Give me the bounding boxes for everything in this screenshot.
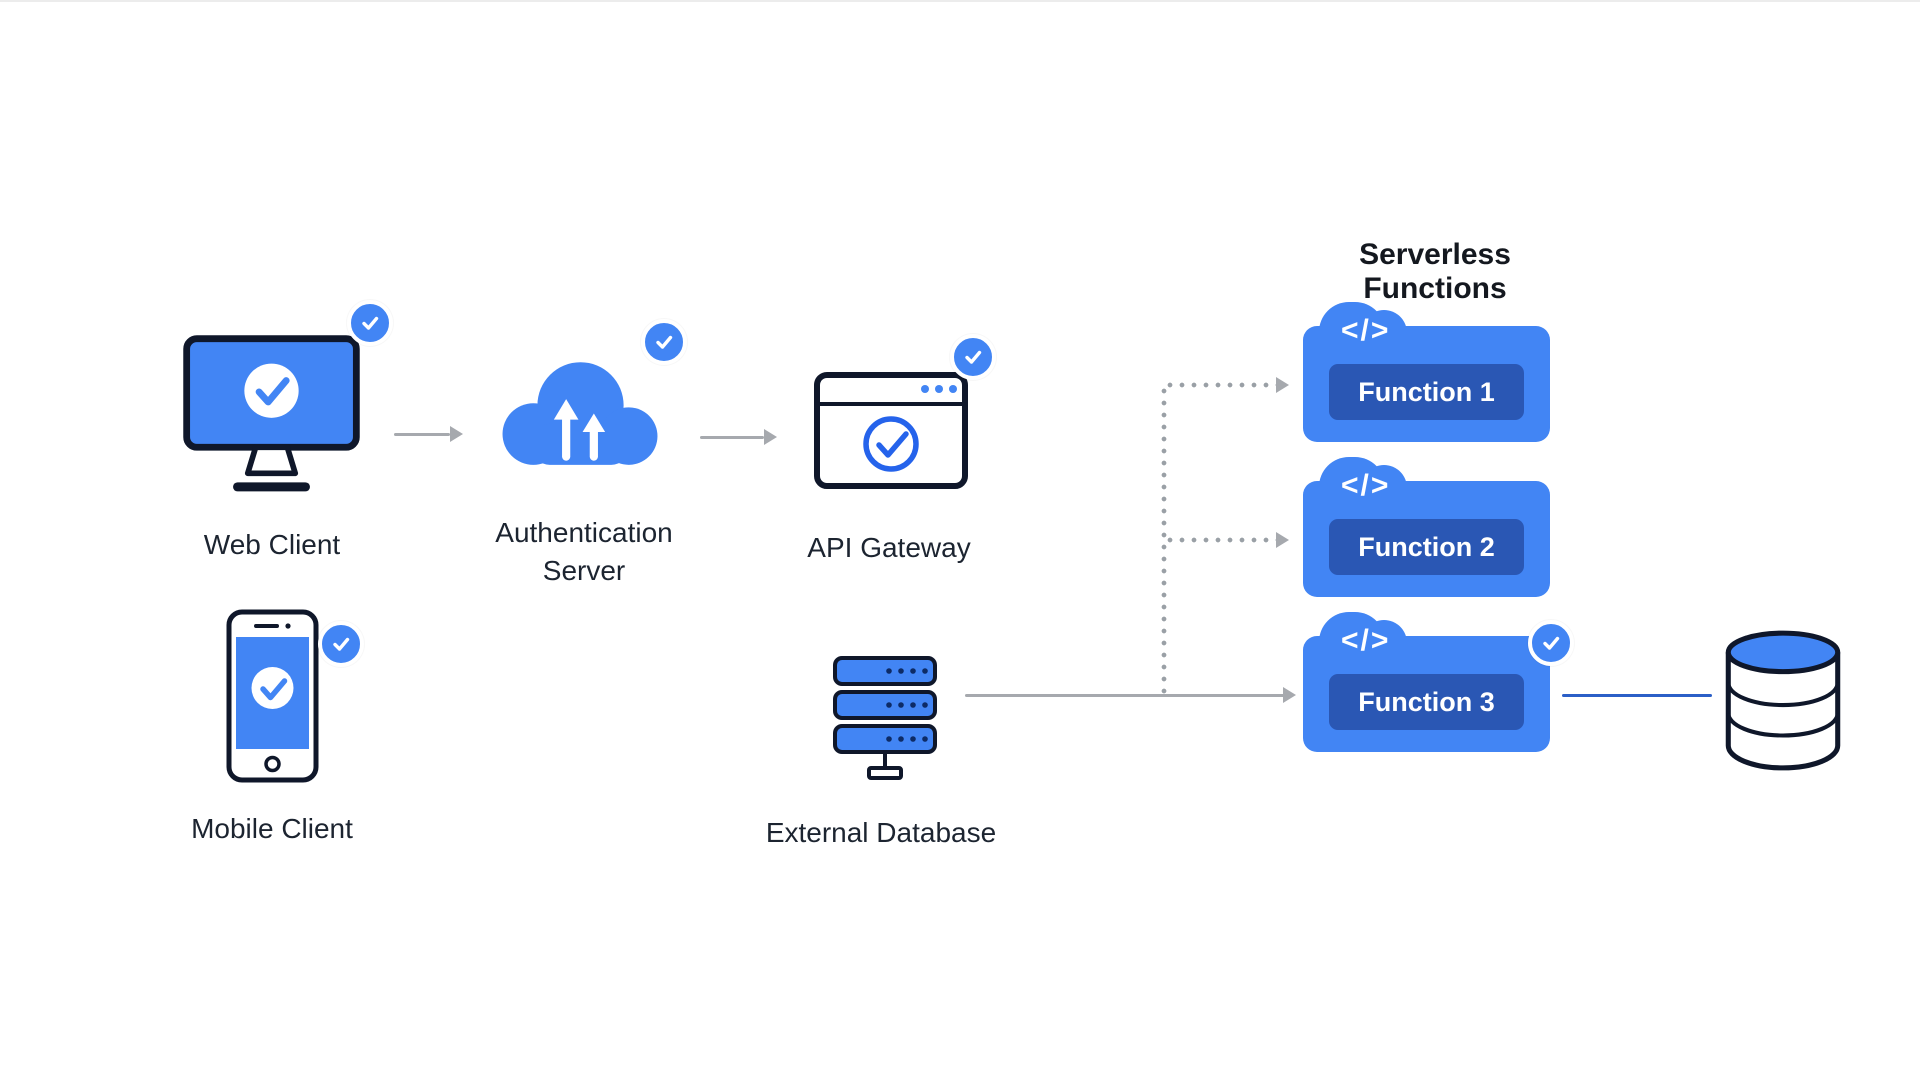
- api-gateway-label: API Gateway: [807, 532, 971, 563]
- auth-server-label: Authentication Server: [495, 517, 673, 586]
- code-icon: </>: [1341, 314, 1391, 347]
- api-gateway-check-badge: [950, 334, 996, 380]
- function-3-label: Function 3: [1329, 674, 1524, 730]
- connector-dotted-to-function2: [1164, 537, 1276, 543]
- web-client-check-badge: [347, 300, 393, 346]
- arrowhead-to-function3: [1283, 687, 1296, 703]
- connector-database-to-function3: [965, 694, 1285, 697]
- arrowhead-web-to-auth: [450, 426, 463, 442]
- function-1-label: Function 1: [1329, 364, 1524, 420]
- function-2-label: Function 2: [1329, 519, 1524, 575]
- api-gateway-browser-icon: [814, 372, 968, 489]
- arrowhead-to-function1: [1276, 377, 1289, 393]
- auth-server-cloud-icon: [502, 362, 658, 465]
- check-icon: [362, 316, 379, 330]
- check-icon: [333, 637, 350, 651]
- mobile-client-label: Mobile Client: [191, 813, 353, 844]
- mobile-client-check-badge: [318, 621, 364, 667]
- external-database-servers-icon: [833, 656, 937, 780]
- auth-server-check-badge: [641, 319, 687, 365]
- check-icon: [1543, 636, 1560, 650]
- check-icon: [965, 350, 982, 364]
- web-client-monitor-icon: [183, 335, 360, 492]
- function-2-node: </> Function 2: [1303, 457, 1550, 597]
- external-database-label: External Database: [765, 817, 997, 848]
- arrowhead-auth-to-gateway: [764, 429, 777, 445]
- code-icon: </>: [1341, 469, 1391, 502]
- code-icon: </>: [1341, 624, 1391, 657]
- connector-web-to-auth: [394, 433, 450, 436]
- serverless-functions-title: Serverless Functions: [1359, 238, 1511, 305]
- function-3-node: </> Function 3: [1303, 612, 1550, 752]
- arrowhead-to-function2: [1276, 532, 1289, 548]
- connector-function3-to-db: [1562, 694, 1712, 697]
- function-3-check-badge: [1528, 620, 1574, 666]
- function-1-node: </> Function 1: [1303, 302, 1550, 442]
- connector-auth-to-gateway: [700, 436, 764, 439]
- web-client-label: Web Client: [203, 529, 341, 560]
- database-cylinder-icon: [1725, 630, 1841, 771]
- connector-dotted-to-function1: [1164, 382, 1276, 388]
- mobile-client-phone-icon: [226, 609, 319, 783]
- check-icon: [656, 335, 673, 349]
